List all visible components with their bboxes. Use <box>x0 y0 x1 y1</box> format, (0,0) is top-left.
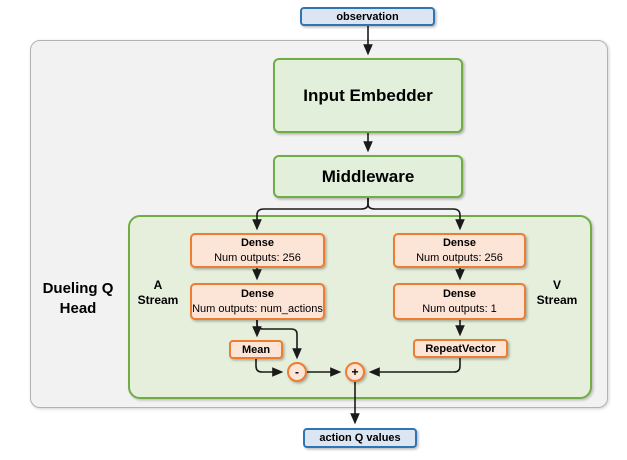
v-stream-label-line2: Stream <box>536 293 578 307</box>
observation-node: observation <box>300 7 435 26</box>
mean-node: Mean <box>229 340 283 359</box>
a-dense1-node: Dense Num outputs: 256 <box>190 233 325 268</box>
action-q-values-label: action Q values <box>319 432 401 444</box>
middleware-node: Middleware <box>273 155 463 198</box>
v-dense1-node: Dense Num outputs: 256 <box>393 233 526 268</box>
v-dense2-subtitle: Num outputs: 1 <box>422 302 497 315</box>
minus-operator-circle: - <box>287 362 307 382</box>
observation-label: observation <box>336 10 399 23</box>
v-dense1-title: Dense <box>442 237 477 250</box>
a-dense1-subtitle: Num outputs: 256 <box>214 251 301 264</box>
mean-label: Mean <box>241 343 271 356</box>
dueling-q-head-title-line1: Dueling Q <box>42 280 114 297</box>
a-stream-label-line1: A <box>153 278 163 292</box>
v-stream-label: V Stream <box>534 278 580 308</box>
a-stream-label-line2: Stream <box>137 293 179 307</box>
dueling-q-head-title-line2: Head <box>59 300 97 318</box>
plus-operator-circle: + <box>345 362 365 382</box>
a-dense2-node: Dense Num outputs: num_actions <box>190 283 325 320</box>
action-q-values-node: action Q values <box>303 428 417 448</box>
v-dense2-title: Dense <box>442 288 477 301</box>
repeat-vector-node: RepeatVector <box>413 339 508 358</box>
repeat-vector-label: RepeatVector <box>425 342 496 355</box>
a-dense2-title: Dense <box>240 288 275 301</box>
a-stream-label: A Stream <box>135 278 181 308</box>
a-dense2-subtitle: Num outputs: num_actions <box>192 302 323 315</box>
minus-operator-label: - <box>295 365 299 379</box>
v-dense2-node: Dense Num outputs: 1 <box>393 283 526 320</box>
dueling-q-head-title: Dueling Q Head <box>30 279 126 320</box>
input-embedder-node: Input Embedder <box>273 58 463 133</box>
middleware-label: Middleware <box>321 166 415 186</box>
a-dense1-title: Dense <box>240 237 275 250</box>
input-embedder-label: Input Embedder <box>303 85 433 105</box>
v-dense1-subtitle: Num outputs: 256 <box>416 251 503 264</box>
v-stream-label-line1: V <box>552 278 561 292</box>
plus-operator-label: + <box>351 365 359 379</box>
